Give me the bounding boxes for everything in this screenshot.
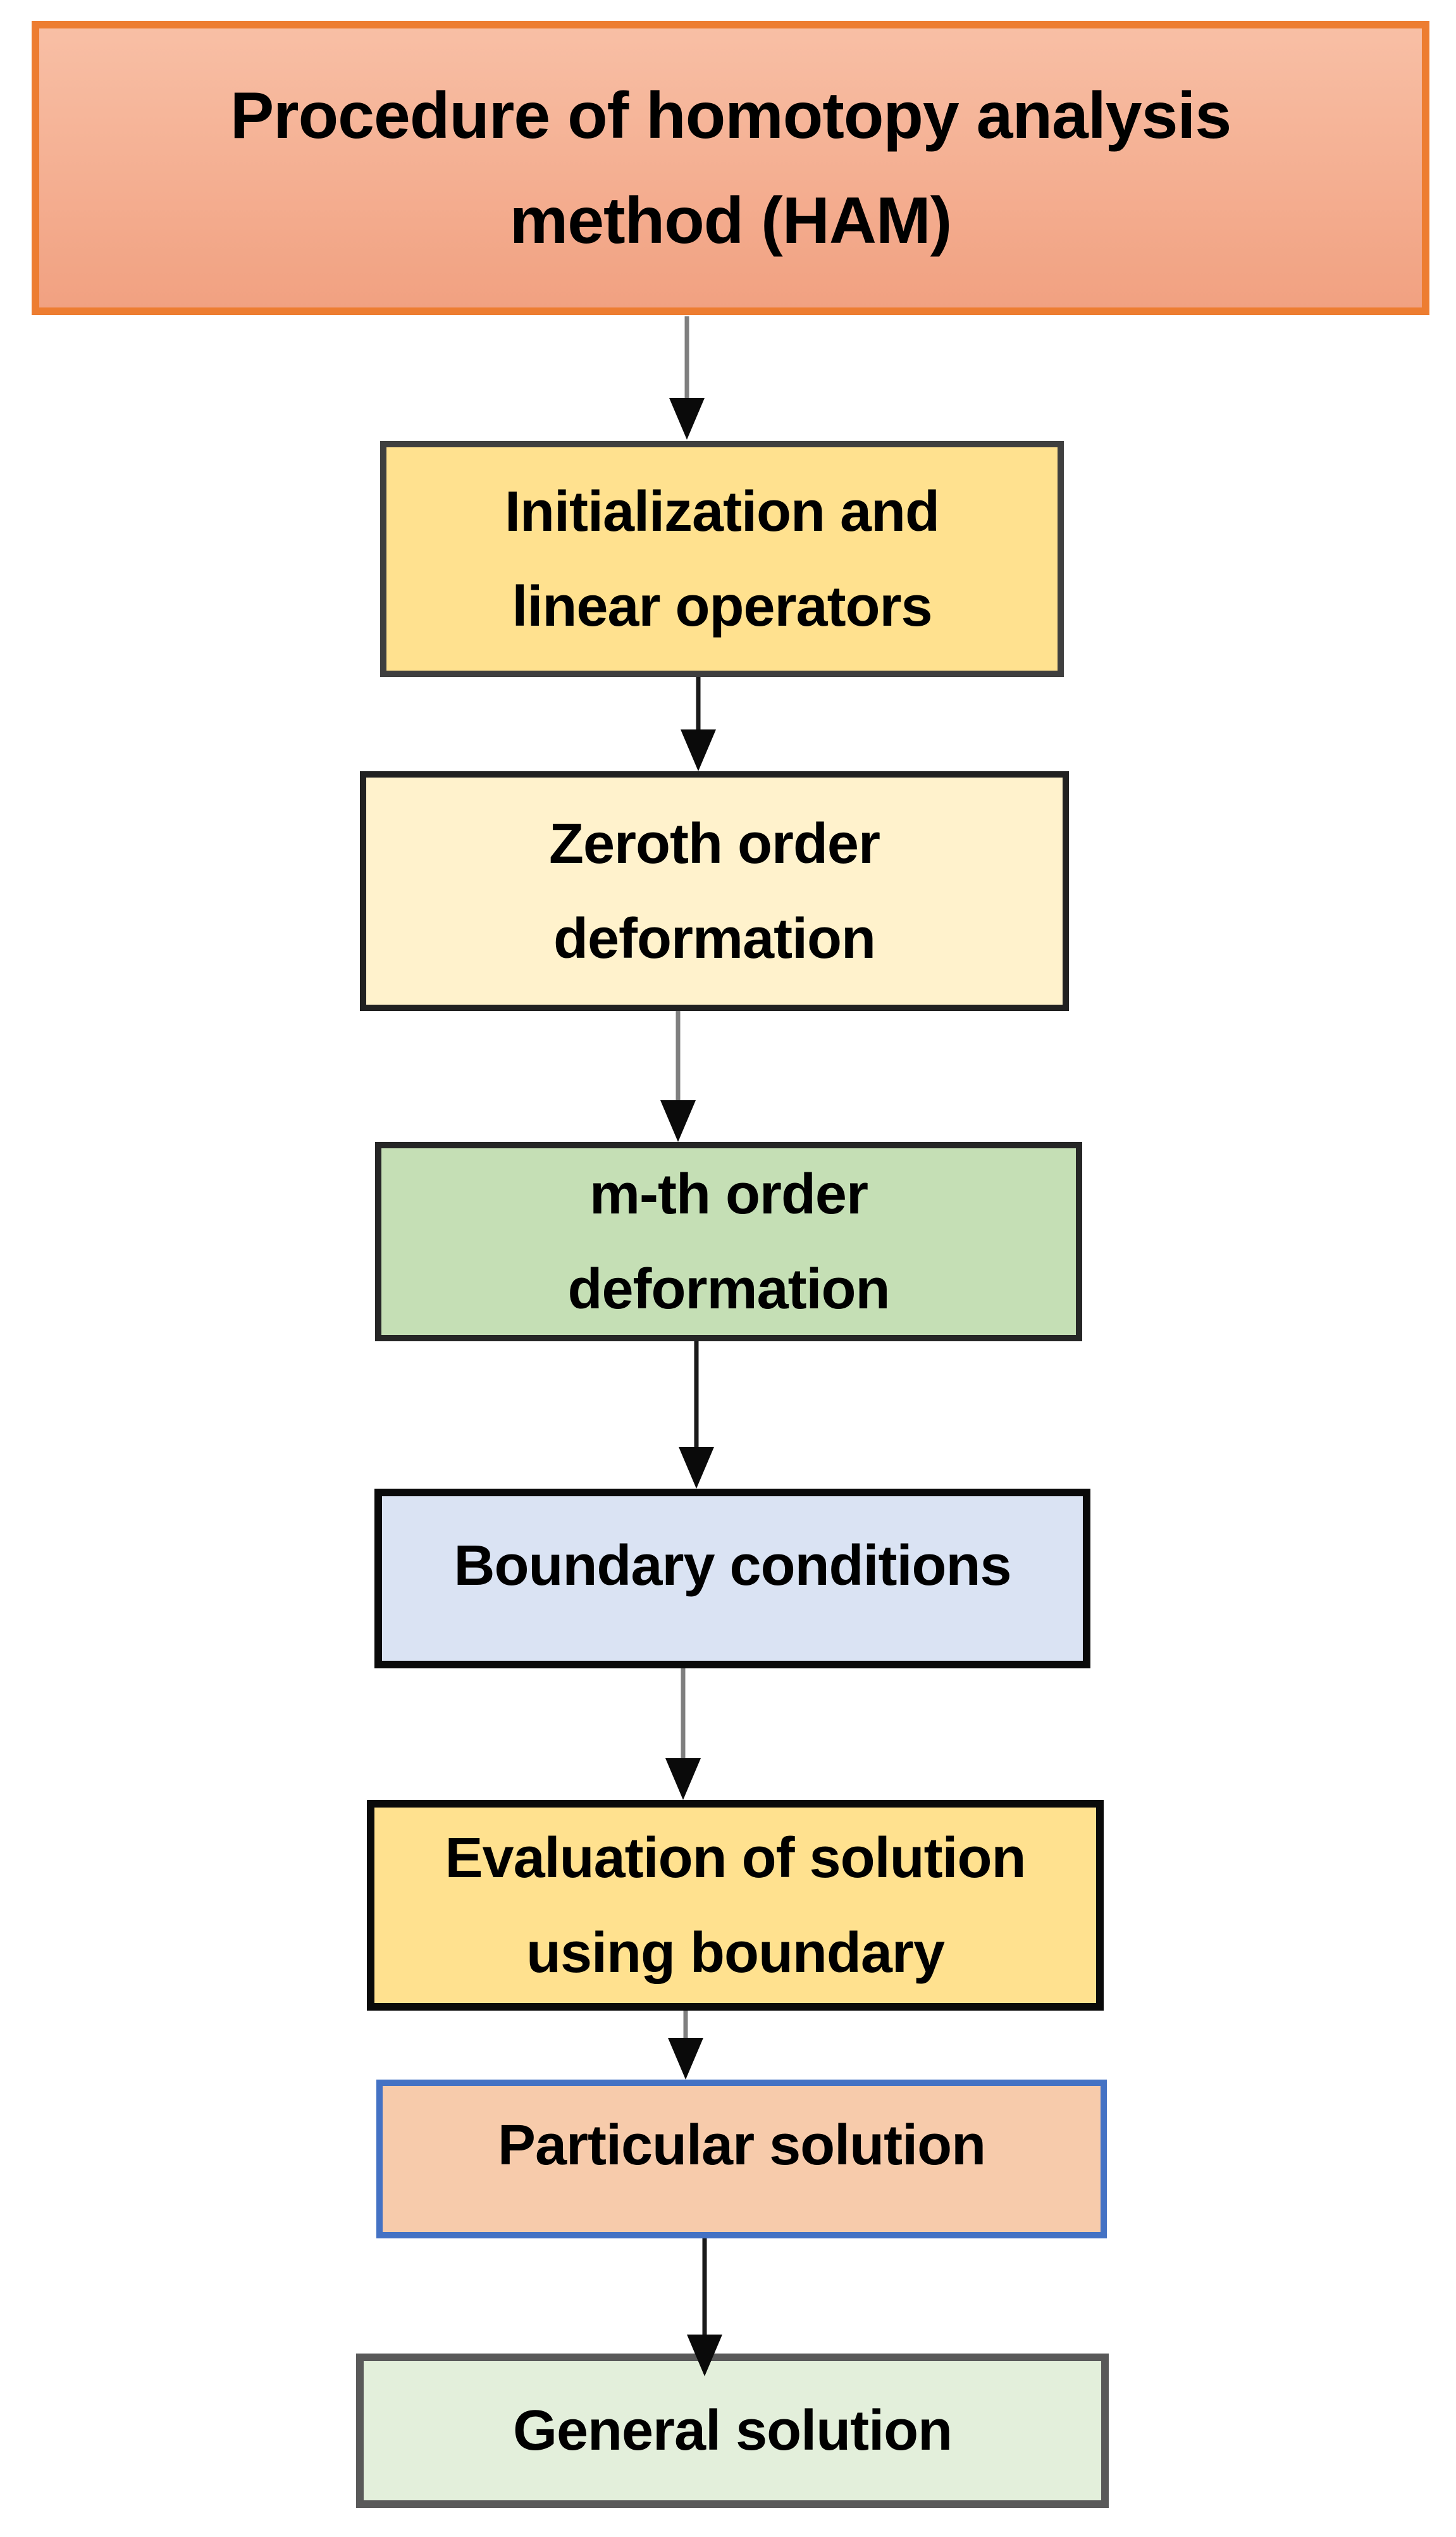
arrow-head-icon [681, 729, 716, 771]
box-label-line: m-th order [589, 1162, 868, 1226]
arrow-shaft [696, 677, 701, 735]
arrow-head-icon [687, 2335, 722, 2376]
box-label-line: Evaluation of solution [445, 1826, 1027, 1890]
box-label-line: Initialization and [504, 480, 940, 543]
arrow-shaft [702, 2238, 707, 2340]
flow-box-zeroth-order: Zeroth order deformation [360, 771, 1069, 1011]
arrow-head-icon [660, 1100, 696, 1142]
flow-box-particular-solution: Particular solution [376, 2080, 1107, 2238]
down-arrow [668, 316, 706, 440]
down-arrow [664, 1668, 702, 1800]
arrow-head-icon [669, 398, 705, 440]
arrow-shaft [694, 1341, 699, 1452]
arrow-shaft [681, 1668, 686, 1763]
flow-box-mth-order: m-th order deformation [375, 1142, 1082, 1341]
down-arrow [686, 2238, 724, 2376]
box-label-line: linear operators [512, 574, 932, 638]
arrow-head-icon [679, 1447, 714, 1489]
title-line-2: method (HAM) [509, 183, 953, 257]
box-label-line: using boundary [526, 1921, 945, 1985]
box-label-line: deformation [553, 907, 876, 971]
box-label-line: Particular solution [497, 2113, 986, 2177]
arrow-head-icon [665, 1758, 701, 1800]
box-label-line: Zeroth order [548, 812, 880, 876]
down-arrow [677, 1341, 715, 1489]
down-arrow [679, 677, 717, 771]
down-arrow [667, 2011, 705, 2080]
flowchart-title-box: Procedure of homotopy analysis method (H… [32, 21, 1429, 315]
arrow-shaft [676, 1011, 681, 1105]
arrow-head-icon [668, 2038, 703, 2080]
box-label-line: General solution [512, 2399, 953, 2462]
arrow-shaft [683, 2011, 688, 2043]
box-label-line: deformation [567, 1257, 890, 1321]
flow-box-boundary-conditions: Boundary conditions [374, 1489, 1090, 1668]
flow-box-evaluation: Evaluation of solution using boundary [367, 1800, 1104, 2011]
flow-box-initialization: Initialization and linear operators [380, 441, 1064, 677]
title-line-1: Procedure of homotopy analysis [230, 78, 1231, 152]
flow-box-general-solution: General solution [356, 2354, 1109, 2508]
down-arrow [659, 1011, 697, 1142]
arrow-shaft [684, 316, 689, 403]
box-label-line: Boundary conditions [453, 1534, 1012, 1597]
